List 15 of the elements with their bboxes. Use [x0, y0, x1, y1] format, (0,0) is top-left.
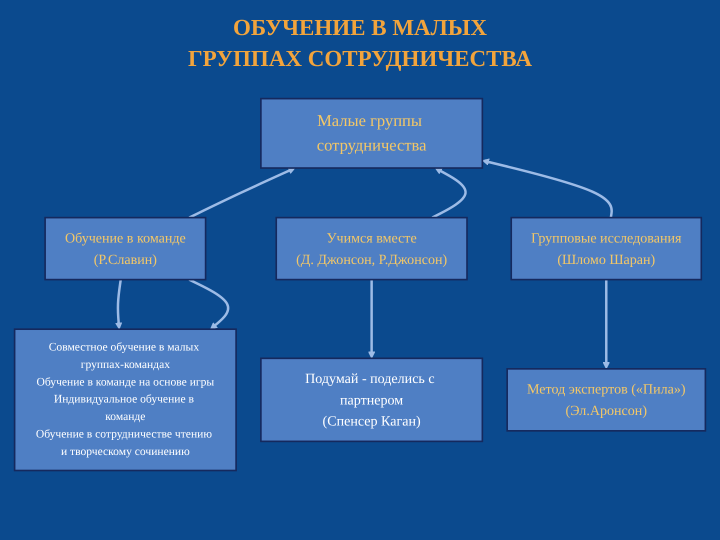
- node-box: Совместное обучение в малых группах-командах Обучение в команде на основе игры Индивидуальное обучение в команде Обучение в сотрудничестве чтению и творческому сочинению: [14, 328, 237, 472]
- arrow: [115, 279, 122, 330]
- node-box: Метод экспертов («Пила») (Эл.Аронсон): [506, 368, 706, 432]
- node-box: Подумай - поделись с партнером (Спенсер Каган): [260, 357, 484, 442]
- node-box: Обучение в команде (Р.Славин): [44, 216, 206, 280]
- node-box: Малые группы сотрудничества: [260, 98, 484, 169]
- arrow: [432, 168, 467, 219]
- diagram-title: ОБУЧЕНИЕ В МАЛЫХ ГРУППАХ СОТРУДНИЧЕСТВА: [187, 14, 533, 74]
- arrow: [188, 278, 230, 330]
- node-box: Групповые исследования (Шломо Шаран): [510, 216, 702, 280]
- node-box: Учимся вместе (Д. Джонсон, Р.Джонсон): [275, 216, 468, 280]
- arrow: [602, 280, 610, 370]
- arrow: [188, 167, 296, 219]
- arrow: [368, 280, 376, 359]
- arrow: [482, 158, 613, 218]
